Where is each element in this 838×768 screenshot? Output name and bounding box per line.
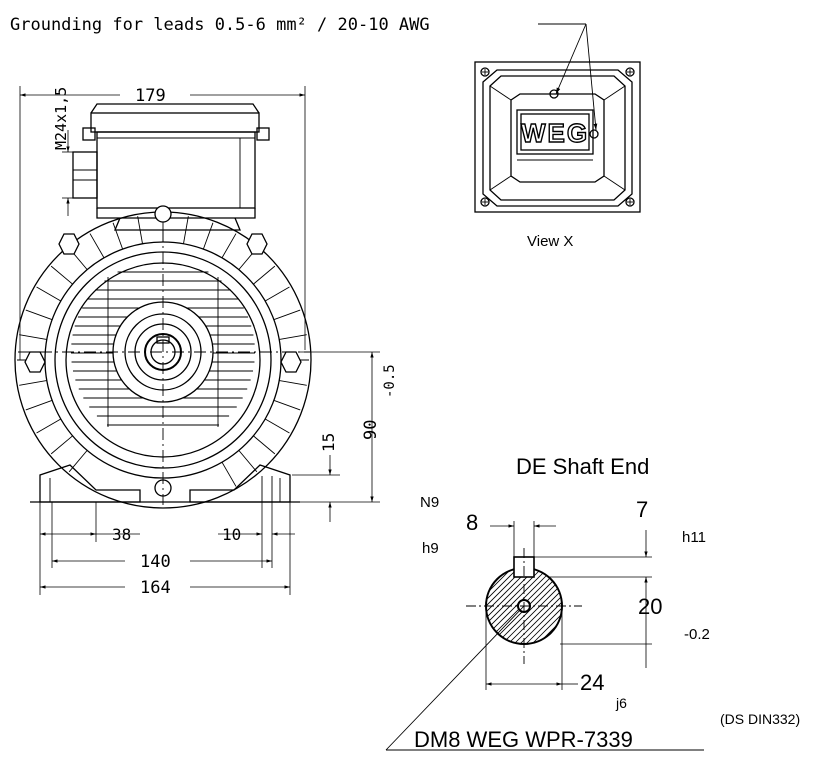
key-tol-top: N9 (420, 494, 439, 511)
cooling-fin (271, 399, 301, 411)
grounding-leader (538, 23, 598, 131)
cooling-fin (277, 379, 307, 386)
cooling-fin (277, 334, 307, 341)
cooling-fin (137, 216, 144, 246)
cooling-fin (182, 216, 189, 246)
cooling-fin (271, 309, 301, 321)
section-hatch (523, 568, 562, 644)
dim-height-tol: -0.5 (382, 364, 398, 398)
cooling-fin (68, 448, 89, 473)
dim-thread: M24x1,5 (52, 87, 70, 150)
terminal-box (72, 103, 270, 231)
cooling-fin (112, 222, 124, 252)
cooling-fin (50, 265, 75, 286)
cooling-fin (19, 379, 49, 386)
cooling-fin (251, 434, 276, 455)
motor-front-view (14, 103, 312, 509)
cooling-fin (36, 286, 63, 303)
front-view-dimensions: 179 M24x1,5 90 -0.5 15 38 10 (19, 86, 398, 598)
shaft-section (466, 548, 582, 664)
dim-140: 140 (140, 552, 171, 572)
shaft-height-tol: -0.2 (684, 626, 710, 643)
dim-38: 38 (112, 525, 131, 544)
shaft-end-title: DE Shaft End (516, 454, 649, 479)
dim-164: 164 (140, 578, 171, 598)
key-tol-bottom: h9 (422, 540, 439, 557)
dim-height-90: 90 (361, 420, 381, 440)
cooling-fin (25, 309, 55, 321)
bolt-heads (24, 205, 302, 497)
cooling-fin (220, 460, 237, 487)
cooling-fin (263, 417, 290, 434)
thread-note: DM8 WEG WPR-7339 (414, 727, 633, 752)
view-x-label: View X (527, 233, 573, 250)
key-width: 8 (466, 510, 478, 535)
cooling-fin (220, 233, 237, 260)
key-height-tol: h11 (682, 529, 706, 546)
shaft-dimensions: N9 h9 8 7 h11 20 -0.2 24 j6 DM8 WEG WPR-… (385, 494, 800, 752)
view-x-screws (480, 67, 635, 207)
cooling-fin (36, 417, 63, 434)
key-height: 7 (636, 497, 648, 522)
cooling-fin (25, 399, 55, 411)
cooling-fin (89, 233, 106, 260)
shaft-diameter-tol: j6 (615, 695, 627, 711)
cooling-fin (263, 286, 290, 303)
grounding-note: Grounding for leads 0.5-6 mm² / 20-10 AW… (10, 15, 430, 35)
dim-179: 179 (135, 86, 166, 106)
section-hatch (535, 568, 562, 644)
cooling-fin (202, 222, 214, 252)
dim-15: 15 (319, 433, 338, 452)
shaft-height: 20 (638, 594, 662, 619)
section-hatch (486, 568, 527, 644)
section-hatch (529, 568, 562, 644)
standard-note: (DS DIN332) (720, 711, 800, 727)
cooling-fin (251, 265, 276, 286)
cooling-fin (19, 334, 49, 341)
section-hatch (559, 568, 562, 644)
section-hatch (486, 568, 491, 644)
shaft-diameter: 24 (580, 670, 604, 695)
cooling-fin (50, 434, 75, 455)
section-hatch (486, 568, 515, 644)
weg-logo: WEG (521, 118, 589, 148)
section-hatch (486, 568, 521, 644)
view-x: WEG (474, 61, 641, 213)
cooling-fin (237, 448, 258, 473)
dim-10: 10 (222, 525, 241, 544)
